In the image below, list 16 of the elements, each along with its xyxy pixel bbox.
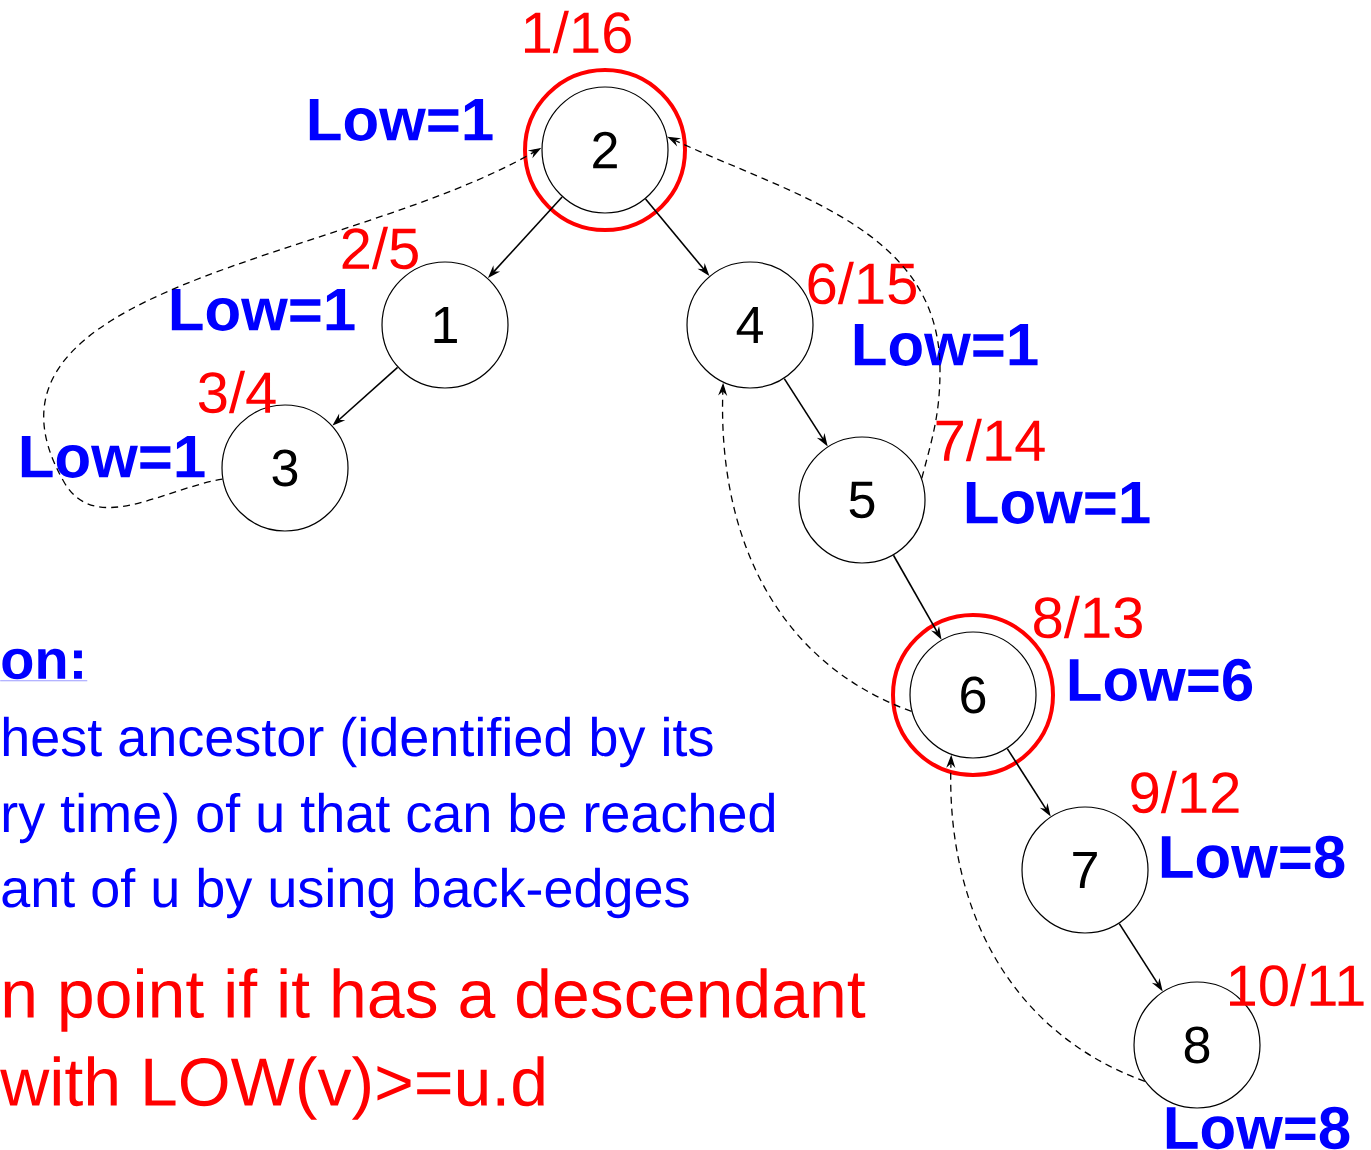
rule-text: n point if it has a descendant (4, 968, 866, 1032)
low-label: Low=1 (171, 289, 355, 331)
definition-text: ant of u by using back-edges (2, 867, 689, 919)
low-label: Low=8 (1166, 1106, 1350, 1150)
definition-text: ry time) of u that can be reached (3, 792, 774, 844)
heading: on: (0, 648, 88, 681)
low-label: Low=1 (966, 482, 1150, 524)
low-label: Low=1 (21, 436, 205, 478)
low-label: Low=8 (1161, 835, 1345, 879)
definition-text: hest ancestor (identified by its (3, 716, 713, 768)
low-label: Low=6 (1069, 658, 1253, 702)
low-label: Low=1 (309, 99, 493, 141)
time-label: 7/14 (936, 418, 1045, 462)
rule-text: with LOW(v)>=u.d (0, 1056, 544, 1120)
low-label: Low=1 (854, 324, 1038, 366)
time-label: 1/16 (525, 10, 631, 54)
